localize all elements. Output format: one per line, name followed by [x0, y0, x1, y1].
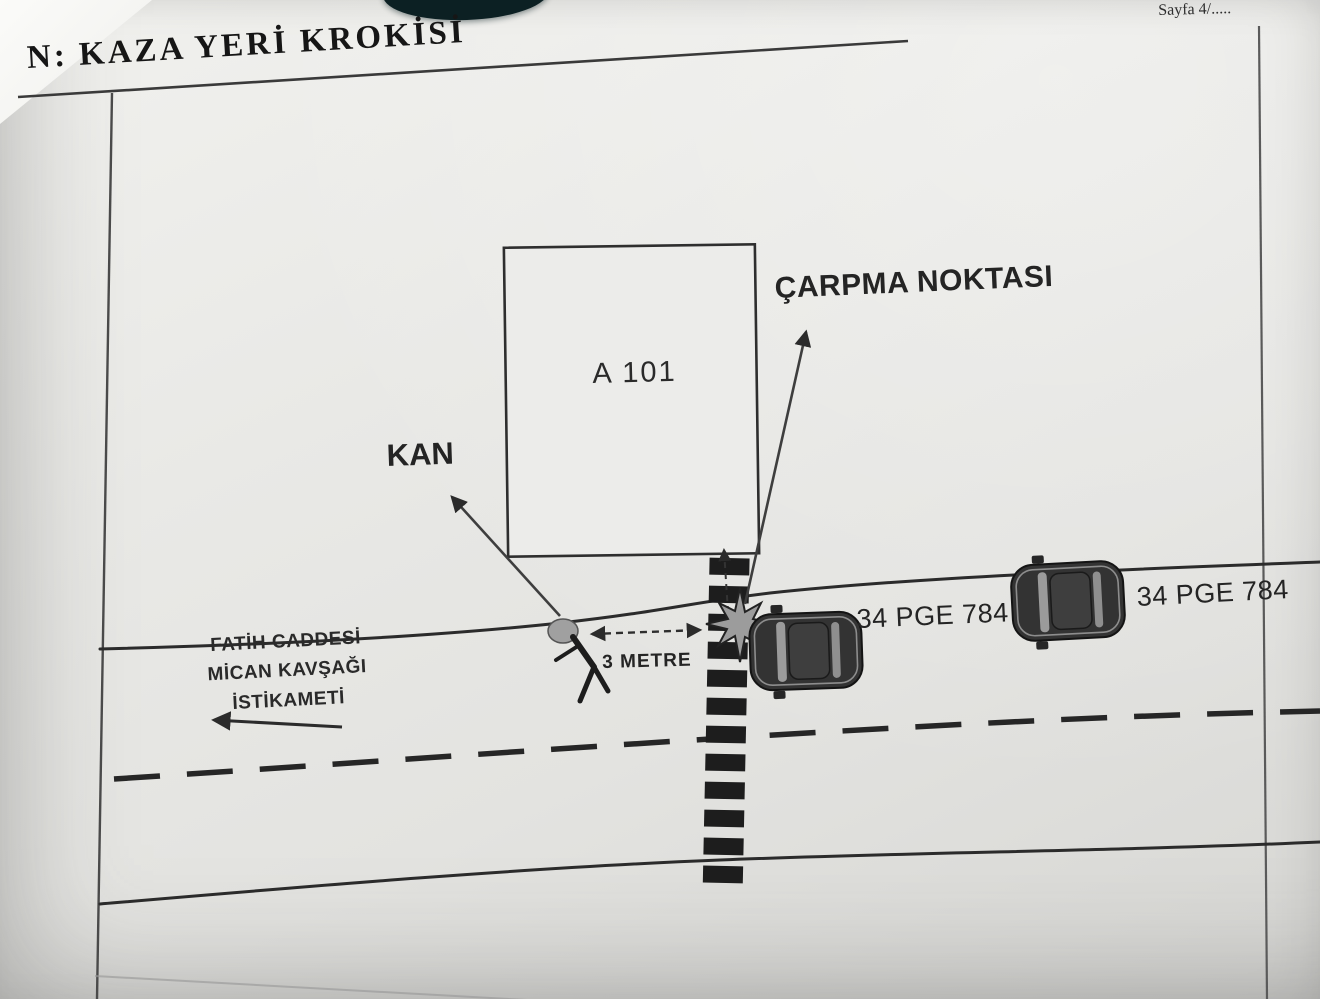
pedestrian-icon [547, 618, 611, 704]
building-label: A 101 [592, 355, 677, 390]
title-underline [17, 39, 909, 99]
street-direction-label: FATİH CADDESİ MİCAN KAVŞAĞI İSTİKAMETİ [156, 620, 418, 722]
road-bottom-edge [98, 840, 1320, 906]
car-icon [1010, 555, 1126, 650]
page-number: Sayfa 4/..... [1158, 0, 1232, 19]
blood-label: KAN [386, 435, 455, 473]
distance-label: 3 METRE [602, 649, 692, 673]
left-border-line [95, 92, 114, 999]
building-outline [502, 242, 761, 559]
car-icon [748, 604, 864, 700]
distance-arrow [589, 622, 703, 642]
lane-divider-line [113, 708, 1320, 782]
right-border-line [1257, 25, 1269, 999]
blood-pointer-arrow [450, 495, 561, 617]
bottom-edge-line [94, 975, 528, 999]
collision-pointer-arrow [743, 329, 812, 605]
street-direction-arrow [211, 711, 343, 731]
vehicle-plate-label: 34 PGE 784 [856, 597, 1010, 634]
